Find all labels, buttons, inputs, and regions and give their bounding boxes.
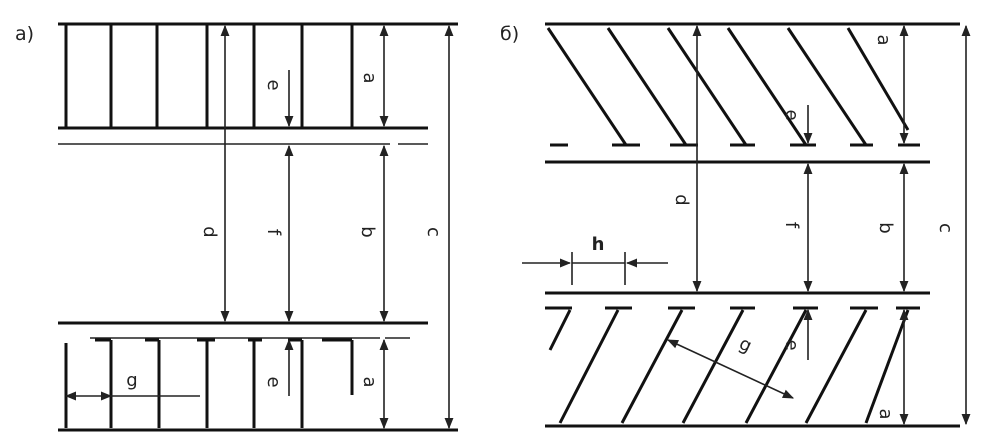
panel-b-lower-blades xyxy=(548,309,910,424)
panel-b-label-g: g xyxy=(736,333,755,357)
panel-a-label-e-top: e xyxy=(263,79,284,90)
panel-a-upper-blades xyxy=(64,24,354,128)
panel-a-lower-blades xyxy=(64,338,354,428)
panel-b-label-a-bottom: a xyxy=(875,408,896,419)
panel-a-label-a-top: a xyxy=(359,72,380,83)
panel-b-label: б) xyxy=(500,23,519,45)
panel-b-label-a-top: a xyxy=(873,34,894,45)
panel-b-label-d: d xyxy=(671,194,692,205)
panel-b-label-e-top: e xyxy=(781,109,802,120)
panel-b-label-e-bottom: e xyxy=(781,339,802,350)
panel-a-label-d: d xyxy=(199,226,220,237)
panel-b: б) xyxy=(500,22,971,428)
panel-a: a) xyxy=(15,22,458,432)
panel-a-label-e-bottom: e xyxy=(263,376,284,387)
panel-a-label: a) xyxy=(15,23,34,45)
panel-b-upper-blades xyxy=(546,27,910,146)
panel-b-dim-g xyxy=(666,339,795,399)
panel-b-label-b: b xyxy=(875,222,896,233)
panel-a-label-a-bottom: a xyxy=(359,376,380,387)
panel-b-label-f: f xyxy=(781,222,802,229)
panel-b-label-h: h xyxy=(592,234,605,255)
panel-a-label-c: c xyxy=(423,227,444,237)
panel-a-label-f: f xyxy=(263,229,284,236)
panel-a-label-b: b xyxy=(357,226,378,237)
panel-b-label-c: c xyxy=(935,223,956,233)
panel-a-label-g: g xyxy=(126,370,137,391)
